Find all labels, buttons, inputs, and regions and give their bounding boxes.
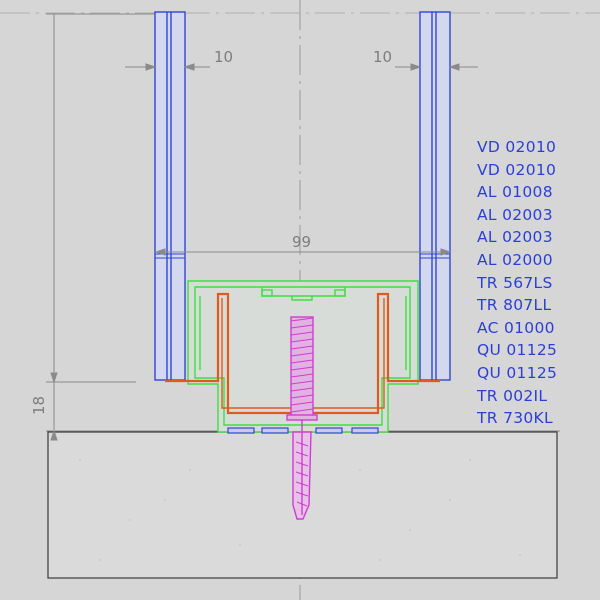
part-code-item: VD 02010 (477, 160, 557, 179)
part-code-item: AL 02003 (477, 205, 553, 224)
part-code-item: VD 02010 (477, 138, 557, 156)
part-code-item: TR 730KL (477, 409, 553, 428)
dimension-left-glass (125, 63, 210, 71)
part-code-item: TR 002IL (477, 386, 548, 405)
left-glass-pane (154, 11, 186, 381)
bottom-clips (227, 427, 379, 434)
dimension-right-glass-label: 10 (373, 48, 392, 66)
dimension-channel-width (154, 248, 452, 256)
part-code-item: AL 02003 (477, 228, 553, 247)
part-code-item: TR 567LS (477, 273, 553, 292)
part-code-item: TR 807LL (477, 296, 552, 315)
dimension-right-glass (395, 63, 478, 71)
part-code-item: QU 01125 (477, 341, 558, 360)
dimension-base-height (50, 360, 58, 441)
part-code-item: AC 01000 (477, 318, 555, 337)
part-code-list: VD 02010 VD 02010 AL 01008 AL 02003 AL 02003… (470, 136, 600, 430)
part-code-item: AL 01008 (477, 183, 553, 202)
part-code-item: AL 02000 (477, 250, 553, 269)
dimension-left-glass-label: 10 (214, 48, 233, 66)
dimension-base-height-label: 18 (30, 396, 48, 415)
right-glass-pane (419, 11, 451, 381)
dimension-channel-width-label: 99 (292, 233, 311, 251)
part-code-item: QU 01125 (477, 363, 558, 382)
anchor-bolt (286, 316, 318, 520)
